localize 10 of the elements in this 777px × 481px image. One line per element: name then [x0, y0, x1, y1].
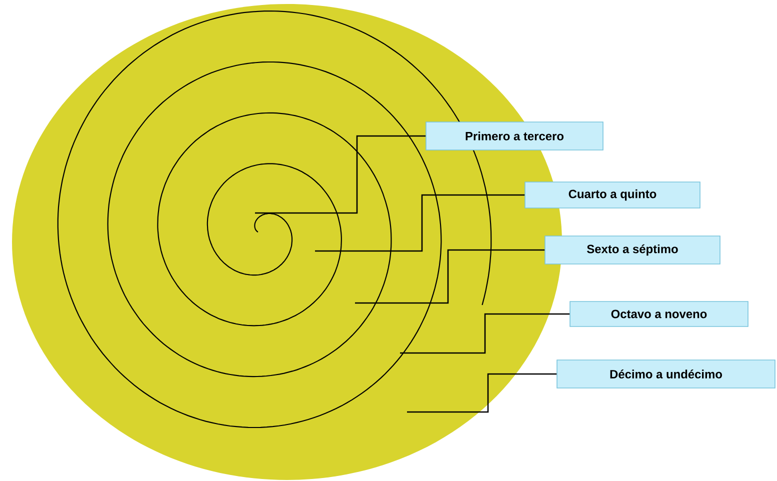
label-box: Sexto a séptimo	[544, 236, 720, 264]
leader-line	[255, 135, 426, 214]
label-box: Primero a tercero	[426, 122, 604, 150]
label-box: Octavo a noveno	[570, 301, 748, 327]
leader-line	[355, 249, 545, 304]
label-box: Décimo a undécimo	[556, 360, 776, 388]
leader-line	[407, 373, 557, 413]
leader-line	[315, 194, 525, 252]
label-box: Cuarto a quinto	[524, 182, 700, 208]
leader-line	[400, 313, 570, 354]
